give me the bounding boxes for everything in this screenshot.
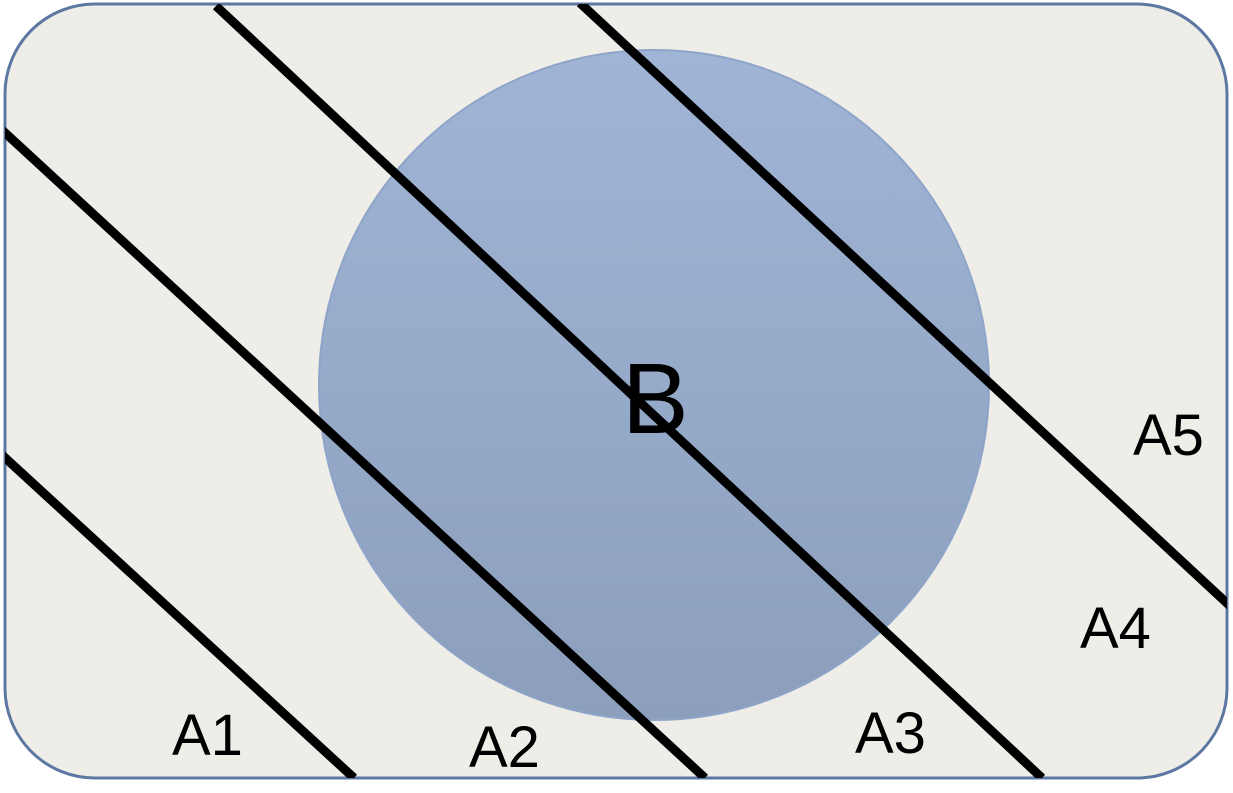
partition-line-4 xyxy=(576,4,1227,610)
region-a4-label: A4 xyxy=(1080,596,1151,661)
region-a1-label: A1 xyxy=(172,703,243,768)
set-b-label: B xyxy=(622,343,689,455)
partition-line-3 xyxy=(212,4,1046,778)
partition-lines xyxy=(5,4,1227,778)
region-a3-label: A3 xyxy=(855,701,926,766)
partition-line-1 xyxy=(5,451,358,778)
partition-line-2 xyxy=(5,126,709,778)
region-a5-label: A5 xyxy=(1133,403,1204,468)
region-a2-label: A2 xyxy=(469,715,540,780)
